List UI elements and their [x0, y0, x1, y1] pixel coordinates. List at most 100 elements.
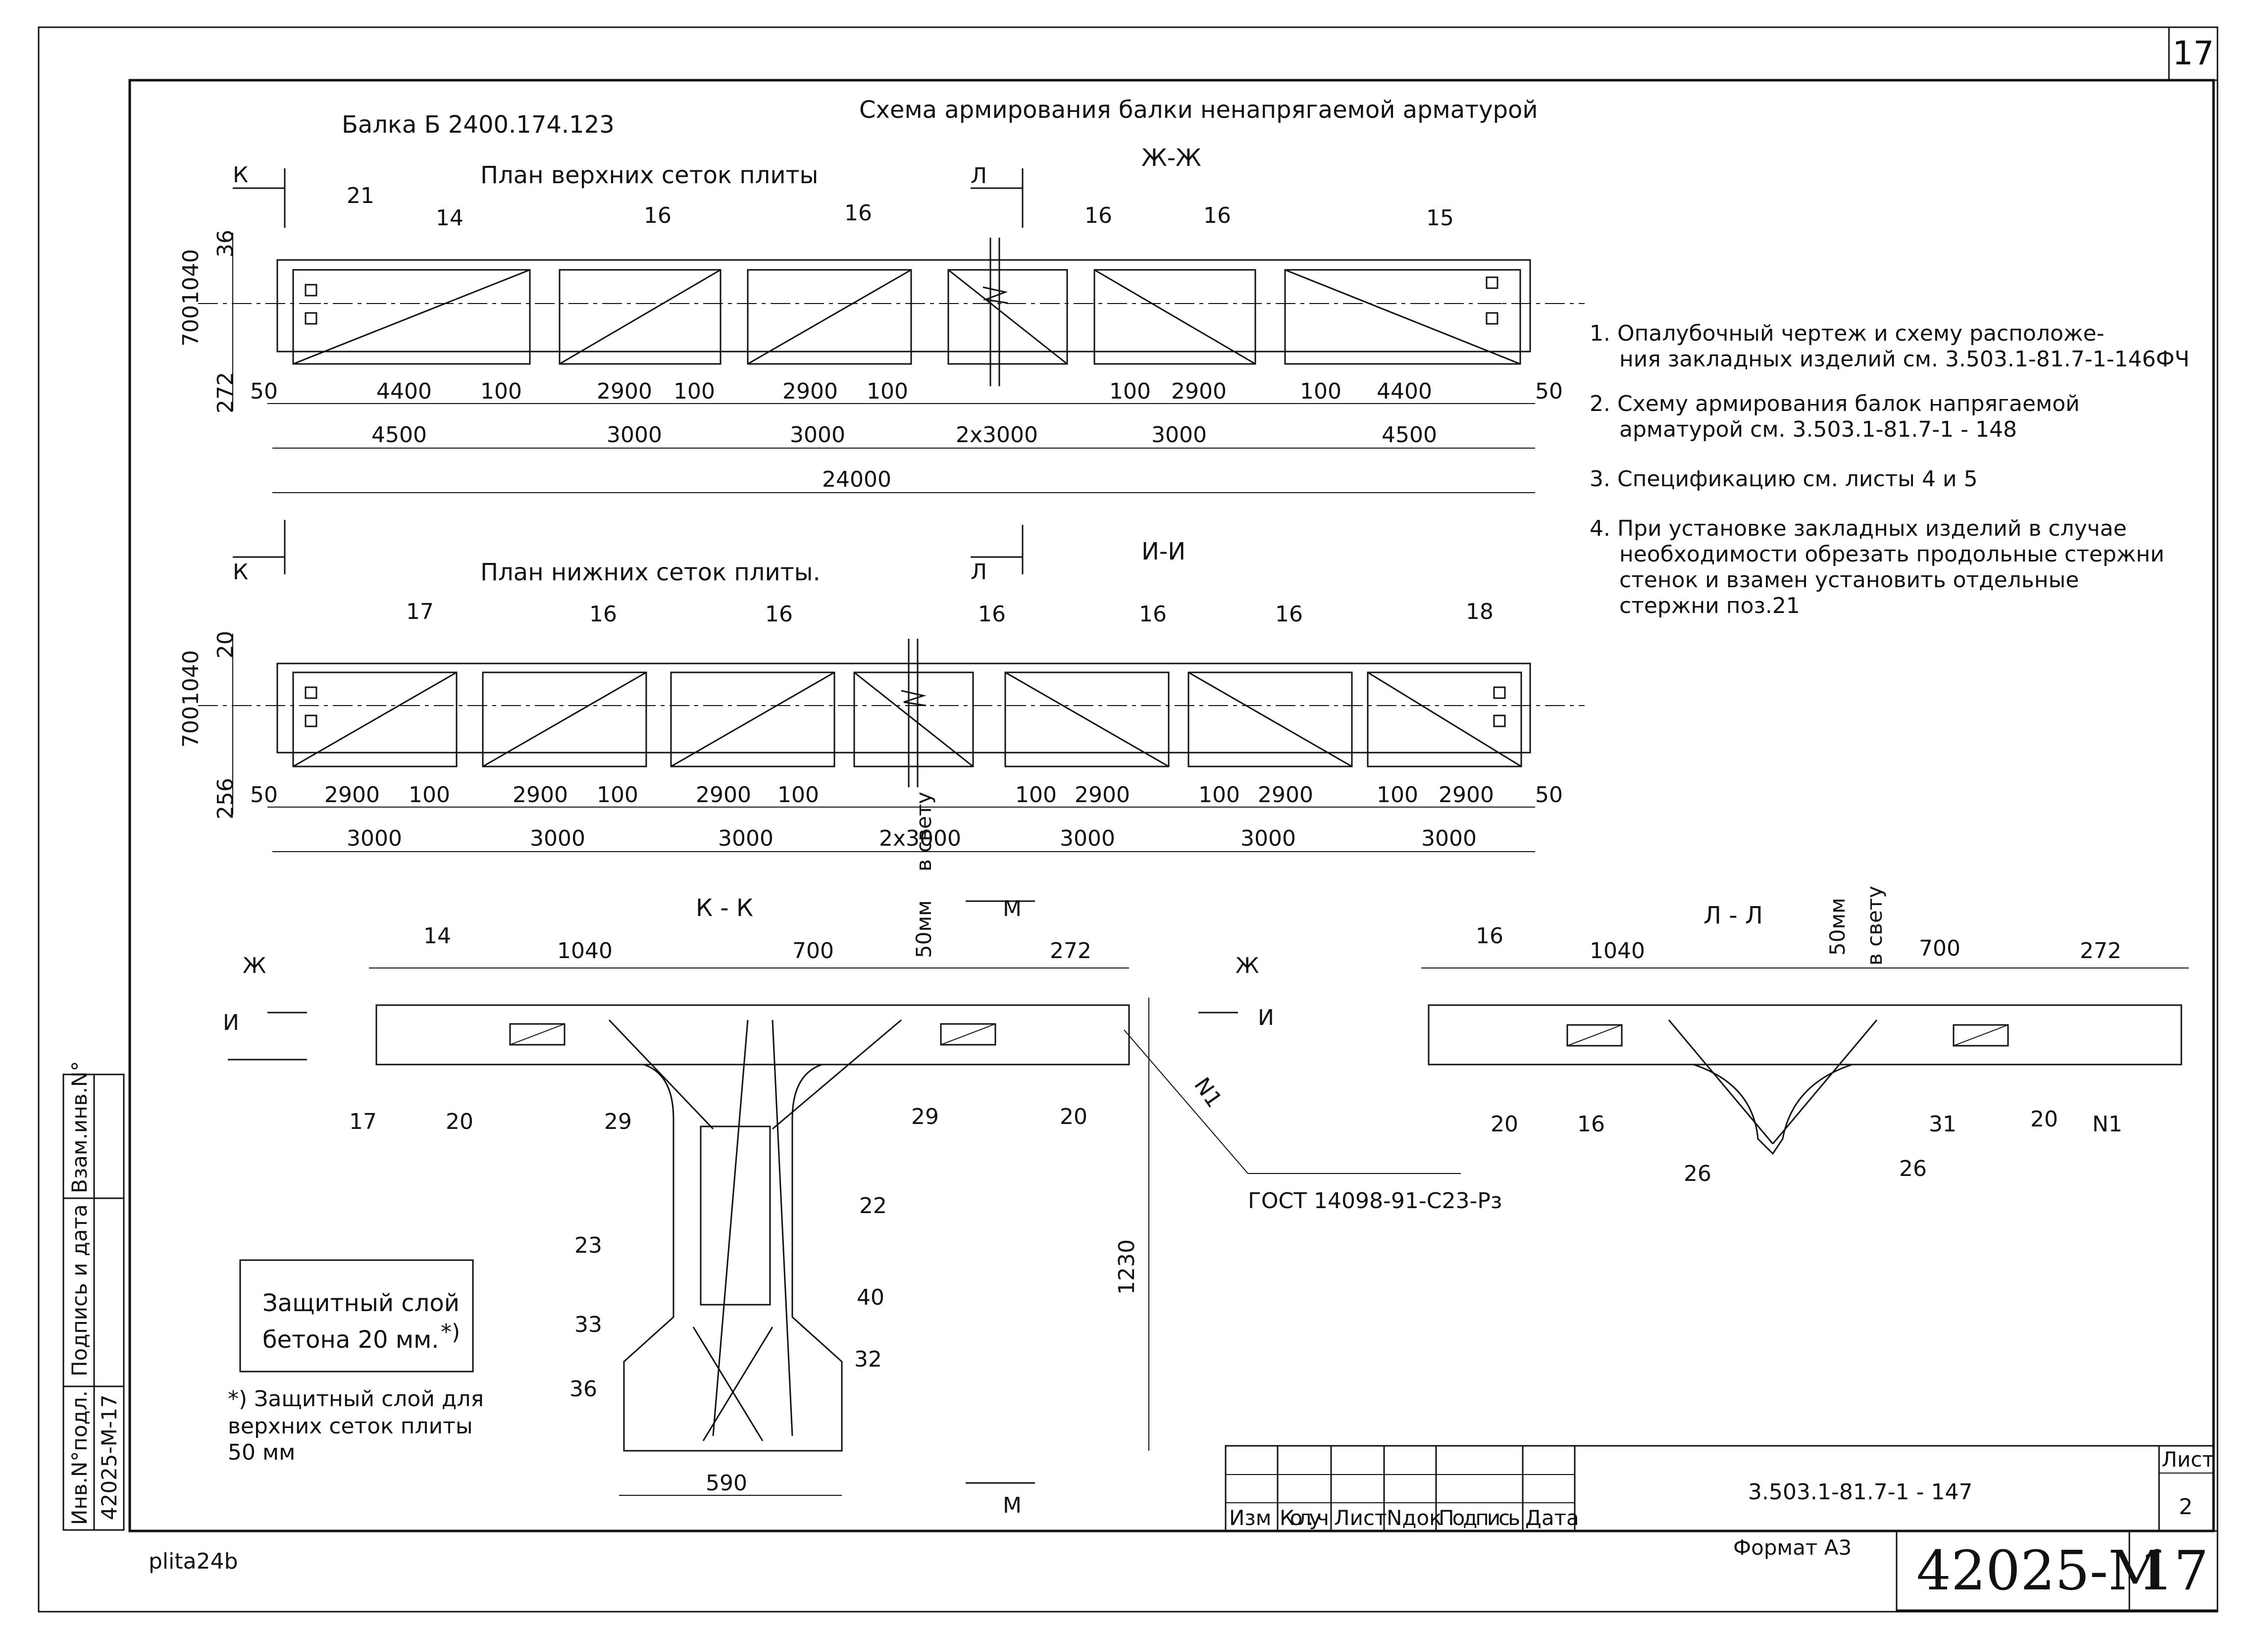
ll-plate-right	[1953, 1024, 2009, 1047]
bottom-mesh-mark-1: 17	[406, 599, 434, 624]
bottom-mesh-1-diag	[293, 671, 457, 767]
stamp-h-sign: Подпись	[1439, 1506, 1520, 1530]
sheet-label: Лист	[2162, 1447, 2214, 1472]
archive-code: 42025-М	[1916, 1539, 2164, 1602]
kk-pos-36: 36	[569, 1376, 597, 1402]
bottom-row1-dim-4: 2900	[513, 782, 568, 808]
bottom-mesh-mark-6: 16	[1275, 602, 1303, 627]
bottom-mesh-3	[670, 671, 835, 767]
top-plan-title: План верхних сеток плиты	[480, 161, 818, 189]
note-4a: 4. При установке закладных изделий в слу…	[1590, 516, 2127, 541]
cut-l-top-label: Л	[971, 163, 987, 189]
top-row1-dim-4: 2900	[597, 379, 652, 404]
ll-pos-26-right: 26	[1899, 1156, 1927, 1181]
section-kk-title: К - К	[696, 894, 753, 922]
kk-pos-29-left: 29	[604, 1109, 632, 1134]
bottom-mesh-mark-7: 18	[1466, 599, 1494, 624]
ll-bar-right	[1772, 1019, 1878, 1144]
top-row2-dim-4: 2х3000	[956, 422, 1038, 448]
top-plate-right-2	[1486, 312, 1498, 325]
top-row1-dim-1: 50	[250, 379, 278, 404]
bottom-plate-right-1	[1493, 686, 1506, 699]
top-row2-dim-1: 4500	[371, 422, 427, 448]
top-plate-left-2	[305, 312, 317, 325]
top-vdim-3: 700	[178, 305, 204, 347]
kk-bar-diag-4	[702, 1326, 773, 1441]
kk-leader-n1	[1124, 1029, 1248, 1174]
kk-web-cage	[700, 1125, 771, 1306]
ll-pos-16-top: 16	[1476, 923, 1503, 949]
ll-pos-26-left: 26	[1684, 1161, 1711, 1186]
bottom-vdim-4: 256	[213, 778, 238, 819]
bottom-mesh-mark-4: 16	[978, 602, 1006, 627]
note-1a: 1. Опалубочный чертеж и схему расположе-	[1590, 321, 2104, 346]
section-zh-title: Ж-Ж	[1141, 144, 1201, 172]
kk-clear-1: 50мм	[912, 900, 936, 958]
note-2a: 2. Схему армирования балок напрягаемой	[1590, 391, 2080, 416]
kk-pos-20-left: 20	[446, 1109, 473, 1134]
bottom-mesh-3-diag	[670, 671, 835, 767]
kk-pos-20-right: 20	[1060, 1104, 1087, 1129]
protective-note-line1: *) Защитный слой для	[228, 1386, 484, 1412]
ll-pos-16-left: 16	[1577, 1112, 1605, 1137]
stamp-h-ndok: Nдок	[1387, 1506, 1442, 1530]
bottom-vdim-2: 1040	[178, 650, 204, 706]
bottom-row2-dim-2: 3000	[530, 826, 585, 851]
bottom-plate-right-2	[1493, 714, 1506, 727]
kk-plate-left-mark	[510, 1023, 565, 1045]
stamp-h-date: Дата	[1525, 1506, 1579, 1530]
inner-frame	[128, 79, 2215, 1532]
bottom-row1-dim-8: 100	[1015, 782, 1057, 808]
ll-clear-1: 50мм	[1825, 898, 1850, 956]
bottom-row2-dim-4: 2х3000	[879, 826, 961, 851]
bottom-row1-dim-7: 100	[777, 782, 819, 808]
top-row1-dim-11: 4400	[1377, 379, 1432, 404]
cut-i-ll-label: И	[1258, 1005, 1274, 1030]
bottom-row1-dim-9: 2900	[1075, 782, 1130, 808]
sheet-value: 2	[2179, 1494, 2193, 1520]
top-row1-dim-6: 2900	[782, 379, 838, 404]
protective-box-line2: бетона 20 мм.	[262, 1326, 439, 1354]
top-mesh-6-diag	[1285, 269, 1521, 365]
format-label: Формат А3	[1733, 1535, 1852, 1560]
bottom-plan	[198, 634, 1585, 852]
cut-k-bottom-label: К	[233, 560, 248, 585]
top-vdim-4: 272	[213, 372, 238, 413]
ll-weld-n1: N1	[2092, 1112, 2122, 1137]
bottom-vdim-1: 20	[213, 631, 238, 659]
cut-l-bottom-label: Л	[971, 560, 987, 585]
bottom-mesh-4	[853, 671, 974, 767]
kk-plate-left	[509, 1023, 566, 1046]
bottom-mesh-5	[1004, 671, 1170, 767]
kk-plate-right	[940, 1023, 996, 1046]
bottom-mesh-mark-5: 16	[1139, 602, 1167, 627]
ll-flange	[1428, 1004, 2182, 1066]
top-mesh-mark-6: 15	[1426, 205, 1454, 231]
top-row1-dim-10: 100	[1300, 379, 1341, 404]
cut-zh-ll-label: Ж	[1236, 953, 1259, 978]
ll-plate-left	[1566, 1024, 1623, 1047]
cut-zh-kk-label: Ж	[243, 953, 266, 978]
bottom-row2-dim-5: 3000	[1060, 826, 1115, 851]
top-vdim-1: 36	[213, 230, 238, 257]
kk-flange	[375, 1004, 1130, 1066]
protective-note-line3: 50 мм	[228, 1440, 295, 1465]
kk-pos-22: 22	[859, 1193, 887, 1219]
cut-markers	[233, 168, 1024, 574]
bottom-row1-dim-12: 100	[1377, 782, 1418, 808]
top-mesh-2-diag	[559, 269, 721, 365]
bottom-row1-dim-13: 2900	[1439, 782, 1494, 808]
bottom-row1-dim-6: 2900	[696, 782, 751, 808]
bottom-row2-dim-3: 3000	[718, 826, 773, 851]
corner-number: 17	[2172, 34, 2214, 72]
bottom-mesh-4-diag	[854, 671, 974, 767]
outer-frame	[38, 26, 2218, 1613]
bottom-mesh-2-diag	[482, 671, 647, 767]
top-row1-dim-2: 4400	[376, 379, 432, 404]
bottom-vdim-3: 700	[178, 706, 204, 748]
top-mesh-2	[559, 269, 722, 365]
cut-k-top-label: К	[233, 162, 248, 188]
section-ll	[1198, 968, 2189, 1155]
section-i-title: И-И	[1141, 538, 1186, 565]
ll-dim-1040: 1040	[1590, 938, 1645, 964]
